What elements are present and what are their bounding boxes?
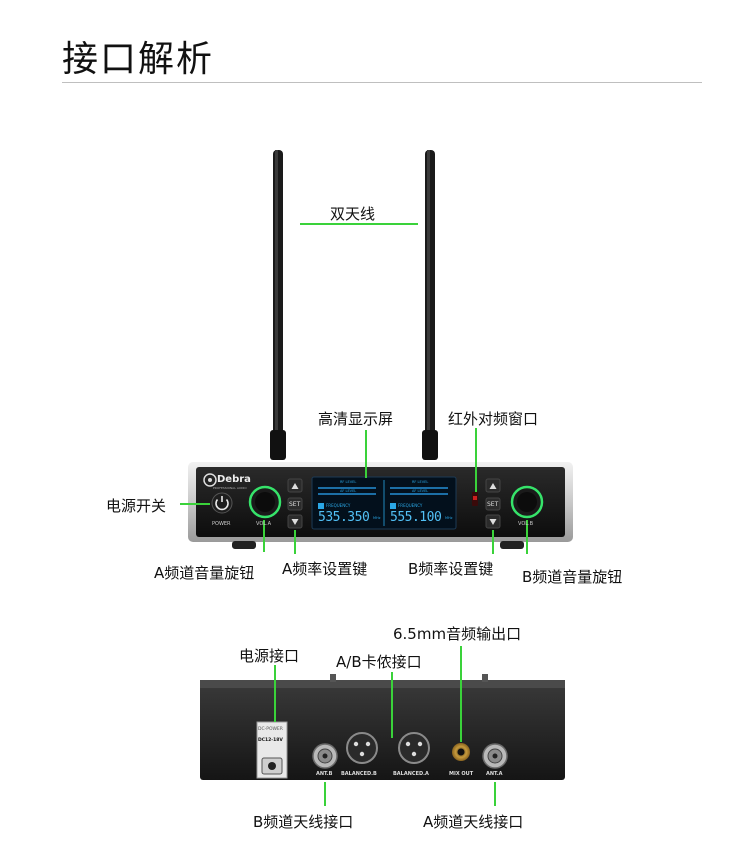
antenna-left <box>270 150 286 460</box>
xlr-balanced-b-port[interactable] <box>346 732 378 764</box>
label-b-volume-knob: B频道音量旋钮 <box>522 568 623 586</box>
vol-a-text: VOL.A <box>256 521 272 527</box>
set-a-text: SET <box>289 501 301 508</box>
dc-power-text: DC-POWER <box>258 727 283 732</box>
xlr-balanced-a-port[interactable] <box>398 732 430 764</box>
rf-level-a: RF LEVEL <box>340 480 357 484</box>
unit-a: MHz <box>373 516 381 520</box>
callout-lines <box>180 223 528 806</box>
ant-b-text: ANT.B <box>316 771 333 777</box>
label-ir-window: 红外对频窗口 <box>448 410 539 428</box>
antenna-right <box>422 150 438 460</box>
frequency-a-label: FREQUENCY <box>326 503 351 508</box>
dc-spec-text: DC12-18V <box>258 738 283 743</box>
rf-level-b: RF LEVEL <box>412 480 429 484</box>
freq-keys-b[interactable] <box>485 478 501 529</box>
frequency-b-label: FREQUENCY <box>398 503 423 508</box>
balanced-a-text: BALANCED.A <box>393 771 429 777</box>
frequency-a-readout: 535.350 <box>318 510 370 525</box>
ir-window <box>472 492 478 506</box>
label-a-freq-keys: A频率设置键 <box>282 560 368 578</box>
volume-knob-b[interactable] <box>510 485 544 519</box>
frequency-b-readout: 555.100 <box>390 510 442 525</box>
page-title: 接口解析 <box>62 39 215 80</box>
set-b-text: SET <box>487 501 499 508</box>
af-level-b: AF LEVEL <box>412 489 429 493</box>
mix-out-text: MIX OUT <box>449 771 474 777</box>
ant-a-text: ANT.A <box>486 771 503 777</box>
label-power-port: 电源接口 <box>239 647 300 665</box>
vol-b-text: VOL.B <box>518 521 534 527</box>
brand-logo <box>203 473 217 487</box>
brand-subtitle: PROFESSIONAL AUDIO <box>213 486 247 490</box>
bnc-antenna-b-port[interactable] <box>312 743 338 769</box>
bnc-antenna-a-port[interactable] <box>482 743 508 769</box>
rear-panel <box>200 674 565 780</box>
power-button[interactable] <box>211 492 233 514</box>
label-mix-out-jack: 6.5mm音频输出口 <box>393 625 522 643</box>
mix-out-jack-port[interactable] <box>452 743 470 761</box>
volume-knob-a[interactable] <box>248 485 282 519</box>
power-text: POWER <box>212 521 231 527</box>
label-b-antenna-port: B频道天线接口 <box>253 813 354 831</box>
dc-power-port[interactable] <box>256 721 288 779</box>
label-power-switch: 电源开关 <box>106 497 167 515</box>
label-b-freq-keys: B频率设置键 <box>408 560 494 578</box>
label-ab-xlr: A/B卡侬接口 <box>336 653 422 671</box>
balanced-b-text: BALANCED.B <box>341 771 377 777</box>
freq-keys-a[interactable] <box>287 478 303 529</box>
af-level-a: AF LEVEL <box>340 489 357 493</box>
title-divider <box>62 82 702 83</box>
label-a-volume-knob: A频道音量旋钮 <box>154 564 255 582</box>
label-dual-antenna: 双天线 <box>330 205 376 223</box>
label-hd-display: 高清显示屏 <box>318 410 394 428</box>
lcd-display <box>311 476 457 530</box>
label-a-antenna-port: A频道天线接口 <box>423 813 524 831</box>
brand-name: Debra <box>217 474 251 485</box>
unit-b: MHz <box>445 516 453 520</box>
